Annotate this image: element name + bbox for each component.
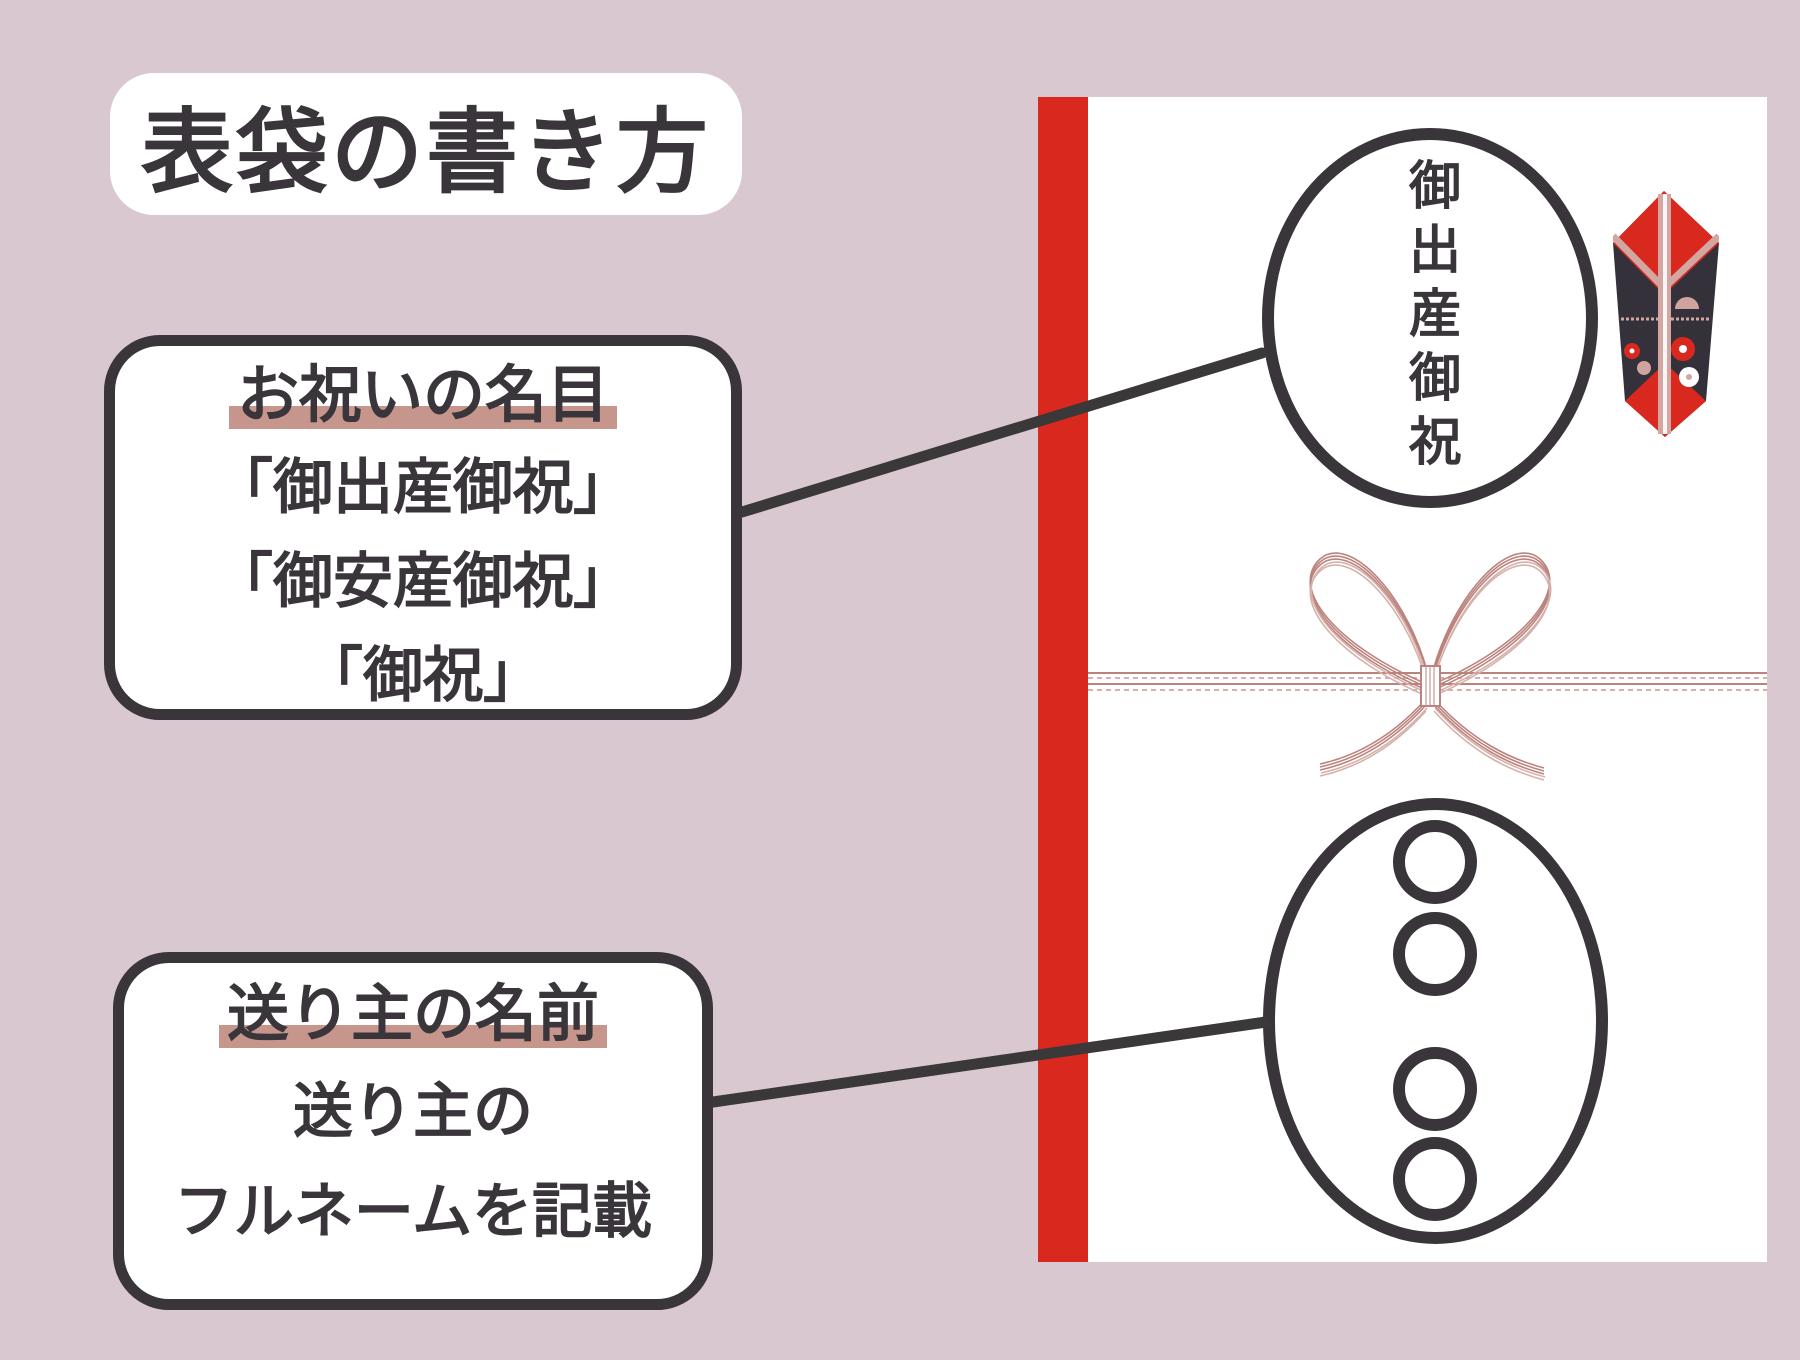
gift-envelope: 御出産御祝: [1038, 97, 1767, 1262]
callout-celebration-line: 「御出産御祝」: [213, 453, 633, 524]
noshi-ornament-icon: [1613, 191, 1719, 437]
page-title-box: 表袋の書き方: [110, 73, 742, 215]
celebration-label-oval: 御出産御祝: [1262, 128, 1598, 508]
name-placeholder-circle: [1393, 1137, 1477, 1221]
mizuhiki-knot: [1420, 665, 1441, 707]
page-title: 表袋の書き方: [140, 98, 711, 206]
callout-sender-line: 送り主の: [293, 1077, 533, 1148]
callout-sender-heading: 送り主の名前: [218, 979, 607, 1048]
celebration-label-text: 御出産御祝: [1399, 158, 1461, 478]
sender-name-oval: [1263, 798, 1608, 1244]
callout-celebration-heading: お祝いの名目: [228, 360, 617, 429]
callout-celebration-wording: お祝いの名目 「御出産御祝」 「御安産御祝」 「御祝」: [104, 335, 742, 720]
callout-celebration-line: 「御祝」: [303, 641, 543, 712]
callout-sender-line: フルネームを記載: [173, 1177, 653, 1248]
name-placeholder-circle: [1393, 1047, 1477, 1131]
name-placeholder-circle: [1393, 912, 1477, 996]
name-placeholder-circle: [1393, 820, 1477, 904]
callout-celebration-line: 「御安産御祝」: [213, 547, 633, 618]
callout-sender-name: 送り主の名前 送り主の フルネームを記載: [113, 952, 713, 1310]
envelope-red-stripe: [1038, 97, 1088, 1262]
